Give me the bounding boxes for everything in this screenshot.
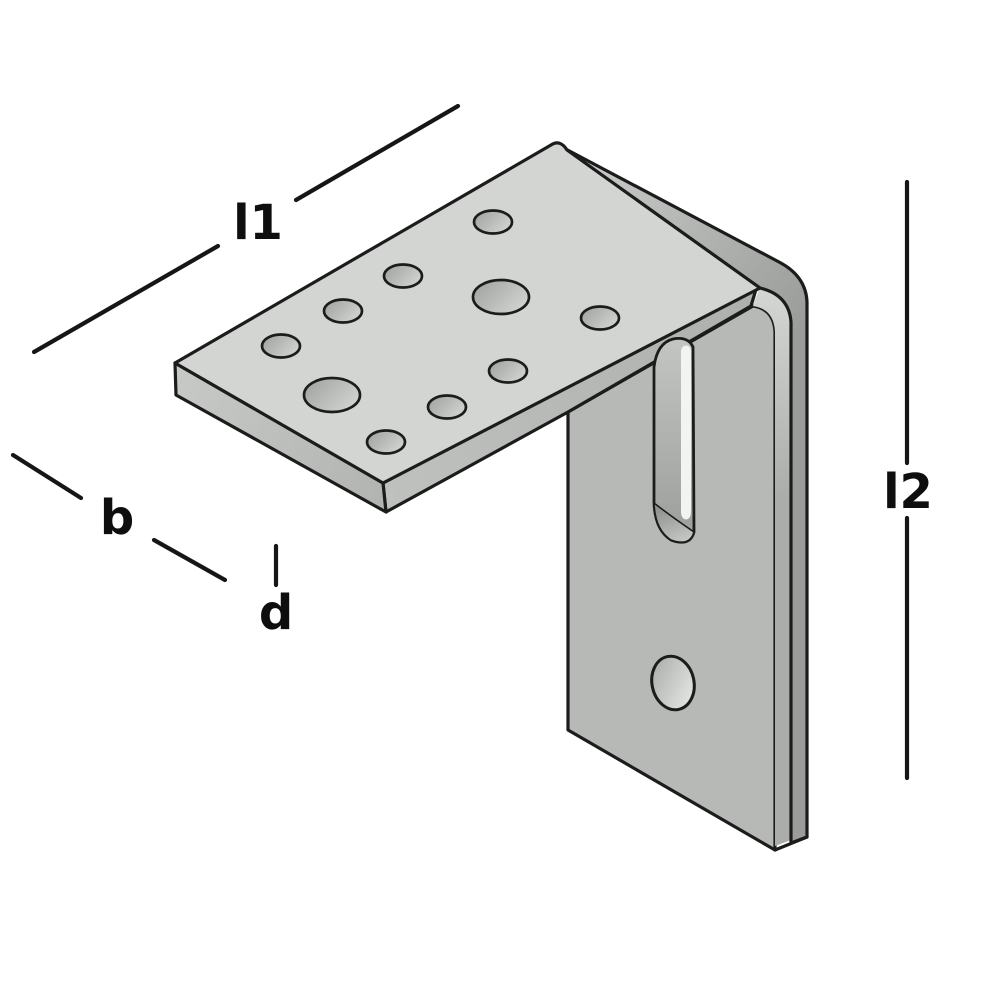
top-plate-hole-large	[302, 376, 362, 414]
top-plate-hole	[579, 305, 621, 331]
top-plate-holes	[260, 209, 621, 455]
slot-highlight	[681, 345, 691, 520]
slot-cutout	[652, 336, 696, 544]
top-plate-hole	[365, 429, 407, 455]
top-plate-hole	[472, 209, 514, 235]
top-plate-hole	[260, 333, 302, 359]
dimension-line-l1	[31, 103, 461, 355]
dimension-line-b	[10, 452, 228, 583]
dimension-lines	[10, 103, 910, 781]
dimension-label-d: d	[259, 585, 293, 641]
bottom-hole	[650, 654, 696, 712]
dimension-label-l2: l2	[883, 464, 933, 520]
dimension-label-b: b	[100, 490, 134, 546]
top-plate-hole-large	[471, 278, 531, 316]
top-plate-hole	[426, 394, 468, 420]
dimension-label-l1: l1	[233, 195, 283, 251]
top-plate-hole	[487, 358, 529, 384]
bend-cross-section	[753, 288, 791, 846]
top-plate-hole	[322, 298, 364, 324]
top-plate-hole	[382, 263, 424, 289]
side-face-bottom-edge	[773, 835, 809, 852]
slot-bottom-wall	[653, 501, 695, 543]
